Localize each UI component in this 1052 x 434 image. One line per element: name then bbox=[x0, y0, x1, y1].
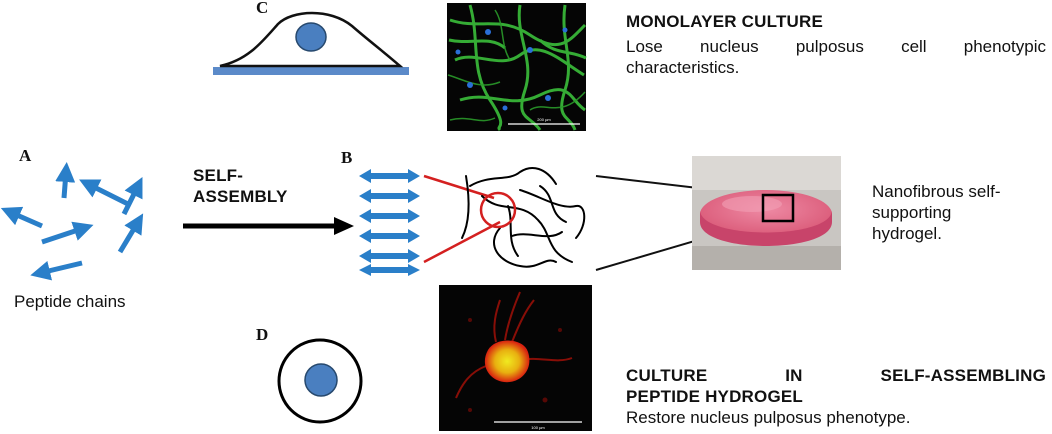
hydrogel-caption-line2: supporting bbox=[872, 203, 952, 222]
peptide-arrow bbox=[121, 177, 143, 216]
spread-cell-nucleus bbox=[295, 22, 327, 52]
self-assembly-label: SELF- ASSEMBLY bbox=[193, 165, 288, 207]
beta-strand bbox=[359, 209, 420, 223]
monolayer-desc-line1: Lose nucleus pulposus cell phenotypic bbox=[626, 37, 1046, 56]
beta-strand bbox=[359, 169, 420, 183]
monolayer-title: MONOLAYER CULTURE bbox=[626, 12, 824, 31]
beta-strand bbox=[359, 249, 420, 263]
hydrogel-zoom-square bbox=[761, 193, 795, 223]
self-assembly-line2: ASSEMBLY bbox=[193, 187, 288, 206]
peptide-chains-label: Peptide chains bbox=[14, 292, 126, 311]
round-cell-nucleus bbox=[304, 363, 338, 397]
top-scalebar-label: 200 µm bbox=[537, 117, 551, 122]
beta-strand bbox=[359, 229, 420, 243]
monolayer-desc-line2: characteristics. bbox=[626, 58, 740, 77]
hydrogel-caption: Nanofibrous self- supporting hydrogel. bbox=[872, 181, 1001, 244]
zoom-lines-red bbox=[423, 174, 501, 264]
sap-culture-description: Restore nucleus pulposus phenotype. bbox=[626, 408, 911, 427]
beta-strand bbox=[359, 264, 420, 276]
culture-substrate bbox=[213, 67, 409, 75]
panel-label-a: A bbox=[19, 146, 32, 165]
monolayer-micrograph: 200 µm bbox=[447, 3, 587, 132]
bottom-scalebar-label: 100 µm bbox=[531, 425, 545, 430]
beta-sheet-stack bbox=[359, 169, 420, 276]
peptide-arrow bbox=[41, 221, 94, 245]
sap-culture-title-line1: CULTURE IN SELF-ASSEMBLING bbox=[626, 366, 1046, 385]
peptide-arrow bbox=[0, 206, 44, 229]
hydrogel-culture-micrograph: 100 µm bbox=[439, 285, 592, 431]
peptide-arrow bbox=[117, 213, 144, 254]
self-assembly-arrow bbox=[183, 217, 354, 235]
peptide-arrow bbox=[30, 260, 83, 281]
hydrogel-photo bbox=[692, 156, 841, 270]
spread-cell-illustration bbox=[213, 11, 409, 75]
sap-culture-block: CULTURE IN SELF-ASSEMBLING PEPTIDE HYDRO… bbox=[626, 365, 1046, 428]
panel-label-d: D bbox=[256, 325, 269, 344]
zoom-circle bbox=[479, 191, 517, 229]
hydrogel-caption-line1: Nanofibrous self- bbox=[872, 182, 1001, 201]
nanofiber-network bbox=[461, 167, 586, 268]
panel-label-c: C bbox=[256, 0, 269, 17]
hydrogel-caption-line3: hydrogel. bbox=[872, 224, 942, 243]
self-assembly-line1: SELF- bbox=[193, 166, 244, 185]
round-cell-illustration bbox=[277, 338, 363, 424]
peptide-arrow bbox=[55, 162, 76, 199]
monolayer-description: Lose nucleus pulposus cell phenotypic ch… bbox=[626, 36, 1046, 78]
beta-strand bbox=[359, 189, 420, 203]
sap-culture-title-line2: PEPTIDE HYDROGEL bbox=[626, 387, 804, 406]
panel-label-b: B bbox=[341, 148, 353, 167]
peptide-chain-arrows bbox=[0, 162, 144, 281]
peptide-arrow bbox=[79, 179, 130, 207]
